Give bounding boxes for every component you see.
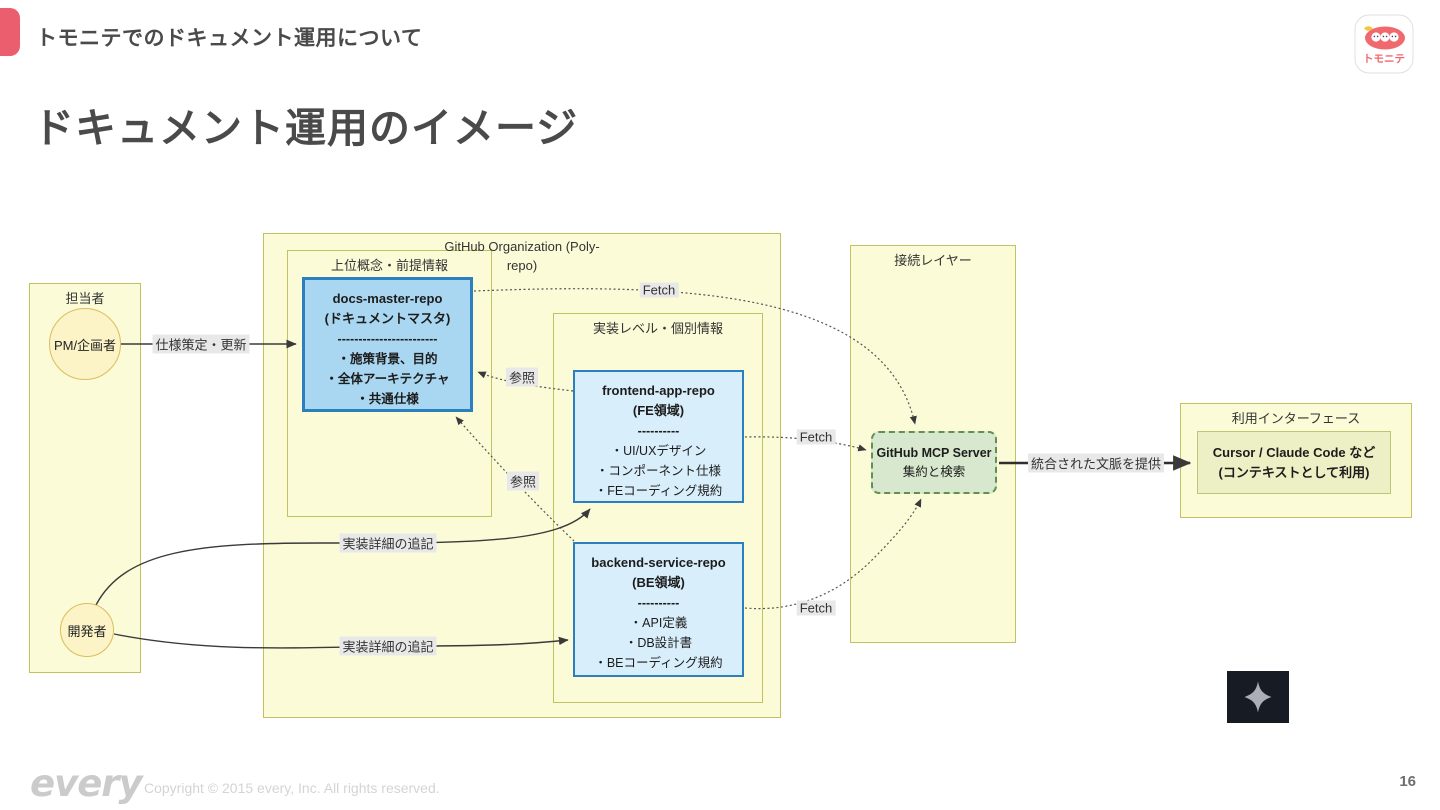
tomonite-logo-text: トモニテ bbox=[1363, 53, 1405, 65]
cursor-title: Cursor / Claude Code など bbox=[1212, 444, 1376, 460]
docs-master-repo-title: docs-master-repo bbox=[332, 291, 443, 306]
node-github-mcp-server: GitHub MCP Server 集約と検索 bbox=[871, 431, 997, 494]
edge-label-fetch-fe: Fetch bbox=[796, 429, 836, 445]
group-upper-concept-label: 上位概念・前提情報 bbox=[330, 258, 448, 273]
node-developer-label: 開発者 bbox=[67, 623, 107, 639]
docs-master-repo-subtitle: (ドキュメントマスタ) bbox=[324, 311, 451, 326]
group-github-org-label-line1: GitHub Organization (Poly- bbox=[444, 239, 600, 254]
edge-label-ref-fe: 参照 bbox=[505, 367, 539, 387]
mcp-title: GitHub MCP Server bbox=[876, 445, 992, 460]
node-pm: PM/企画者 bbox=[49, 308, 121, 380]
group-impl-level-label: 実装レベル・個別情報 bbox=[592, 321, 723, 336]
node-pm-label: PM/企画者 bbox=[53, 337, 117, 353]
sparkle-badge bbox=[1227, 671, 1289, 723]
every-logo: every bbox=[30, 762, 143, 805]
group-github-org-label: GitHub Organization (Poly- repo) bbox=[263, 237, 781, 275]
tomonite-logo: トモニテ bbox=[1354, 14, 1414, 74]
frontend-repo-subtitle: (FE領域) bbox=[632, 403, 685, 418]
sparkle-icon bbox=[1244, 681, 1272, 713]
edge-label-ref-be: 参照 bbox=[506, 471, 540, 491]
backend-repo-item: ・BEコーディング規約 bbox=[594, 656, 723, 670]
section-eyebrow: トモニテでのドキュメント運用について bbox=[36, 27, 423, 50]
backend-repo-item: ・API定義 bbox=[629, 616, 688, 630]
docs-master-repo-divider: ------------------------ bbox=[337, 332, 438, 346]
docs-master-repo-item: ・施策背景、目的 bbox=[337, 352, 438, 366]
node-cursor-claude-code: Cursor / Claude Code など (コンテキストとして利用) bbox=[1197, 431, 1391, 494]
edge-label-impl-fe: 実装詳細の追記 bbox=[339, 533, 437, 553]
edge-label-fetch-be: Fetch bbox=[796, 600, 836, 616]
edge-label-provide-context: 統合された文脈を提供 bbox=[1027, 453, 1165, 473]
frontend-repo-divider: ---------- bbox=[637, 424, 680, 438]
group-github-org-label-line2: repo) bbox=[506, 258, 538, 273]
cursor-subtitle: (コンテキストとして利用) bbox=[1218, 464, 1370, 480]
tomonite-logo-icon: トモニテ bbox=[1354, 14, 1414, 74]
backend-repo-title: backend-service-repo bbox=[591, 555, 726, 570]
node-backend-service-repo: backend-service-repo (BE領域) ---------- ・… bbox=[573, 542, 744, 677]
node-developer: 開発者 bbox=[60, 603, 114, 657]
frontend-repo-item: ・コンポーネント仕様 bbox=[595, 464, 721, 478]
mcp-subtitle: 集約と検索 bbox=[902, 464, 966, 479]
group-connection-layer-label: 接続レイヤー bbox=[894, 253, 972, 268]
page-title: ドキュメント運用のイメージ bbox=[33, 105, 579, 151]
frontend-repo-item: ・FEコーディング規約 bbox=[594, 484, 723, 498]
node-docs-master-repo: docs-master-repo (ドキュメントマスタ) -----------… bbox=[302, 277, 473, 412]
edge-label-spec-update: 仕様策定・更新 bbox=[152, 334, 250, 354]
backend-repo-item: ・DB設計書 bbox=[624, 636, 693, 650]
group-usage-interface-label: 利用インターフェース bbox=[1231, 411, 1361, 426]
backend-repo-divider: ---------- bbox=[637, 596, 680, 610]
frontend-repo-item: ・UI/UXデザイン bbox=[610, 444, 707, 458]
backend-repo-subtitle: (BE領域) bbox=[632, 575, 685, 590]
docs-master-repo-item: ・全体アーキテクチャ bbox=[325, 372, 450, 386]
edge-label-fetch-docs: Fetch bbox=[639, 282, 679, 298]
page-number: 16 bbox=[1399, 773, 1416, 790]
node-frontend-app-repo: frontend-app-repo (FE領域) ---------- ・UI/… bbox=[573, 370, 744, 503]
frontend-repo-title: frontend-app-repo bbox=[602, 383, 715, 398]
edge-label-impl-be: 実装詳細の追記 bbox=[339, 636, 437, 656]
footer-copyright: Copyright © 2015 every, Inc. All rights … bbox=[144, 780, 440, 796]
docs-master-repo-item: ・共通仕様 bbox=[356, 392, 419, 406]
accent-bar bbox=[0, 8, 20, 56]
group-actors-label: 担当者 bbox=[65, 291, 105, 306]
